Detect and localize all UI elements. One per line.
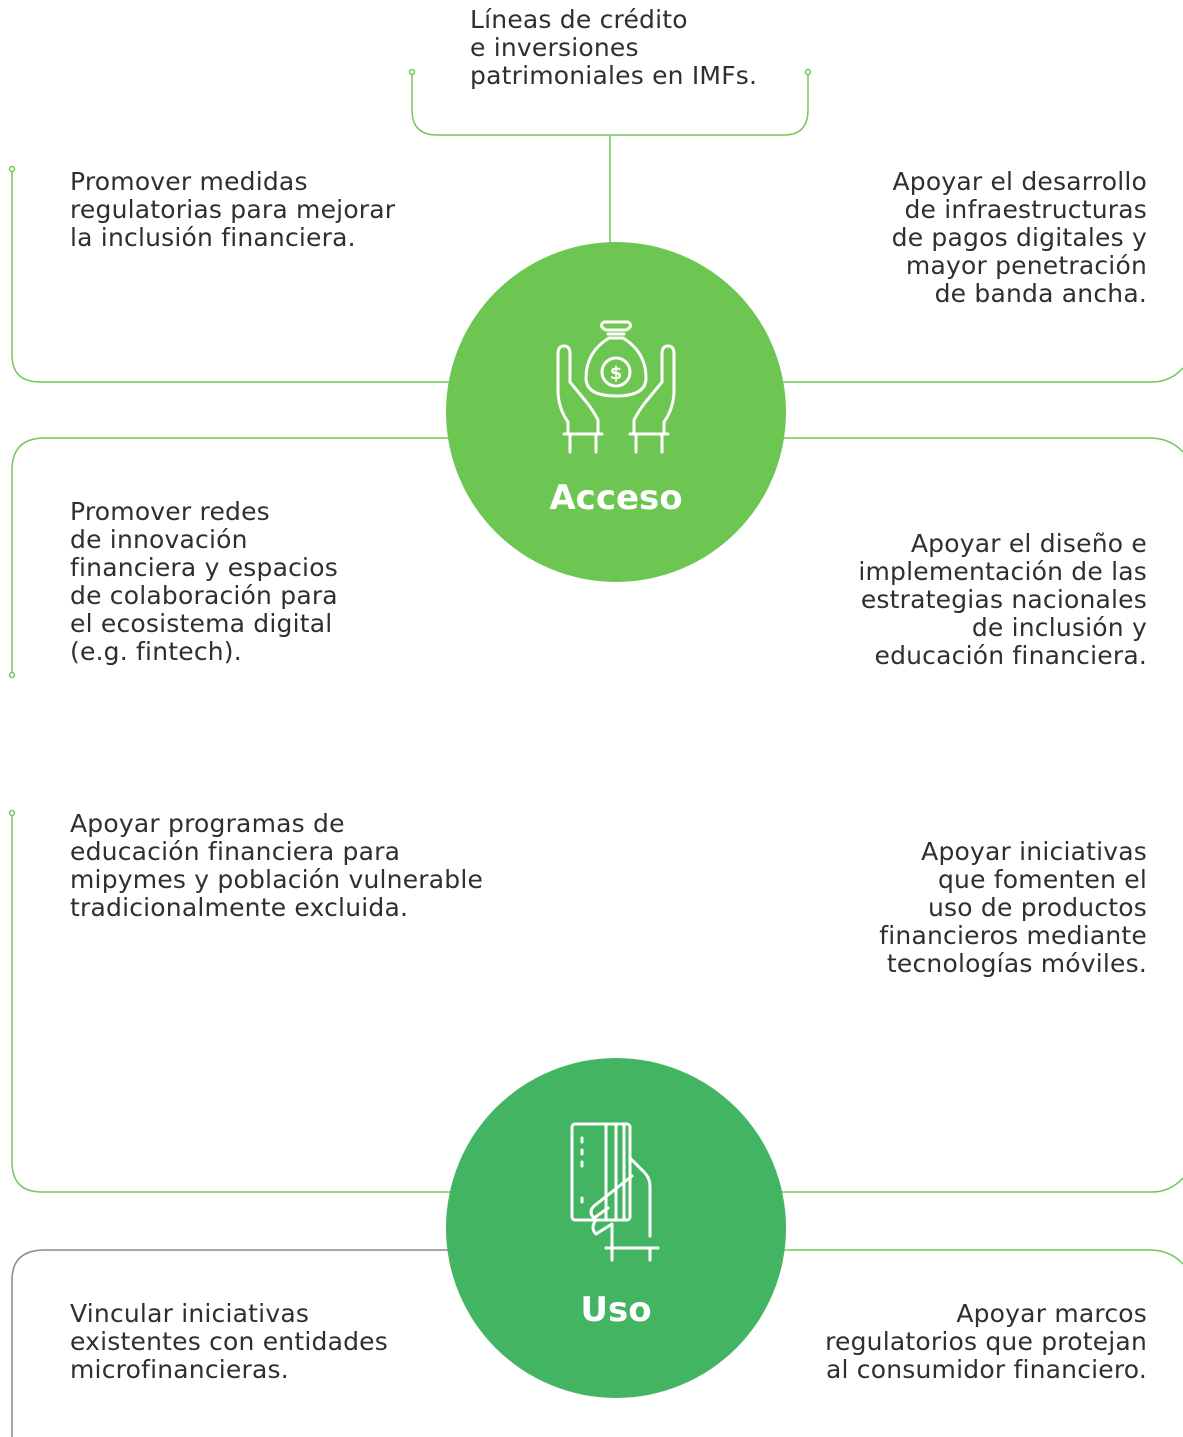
- uso-upper-right-text: Apoyar iniciativas que fomenten el uso d…: [879, 837, 1147, 978]
- acceso-circle: $ Acceso: [446, 242, 786, 582]
- money-bag-hands-icon: $: [556, 320, 676, 454]
- uso-upper-left-text: Apoyar programas de educación financiera…: [70, 809, 484, 922]
- acceso-lower-right-connector: [778, 437, 1183, 453]
- uso-upper-right-connector: [775, 1177, 1183, 1193]
- acceso-title: Acceso: [549, 478, 683, 518]
- uso-lower-left-text: Vincular iniciativas existentes con enti…: [70, 1299, 388, 1384]
- svg-text:$: $: [610, 363, 623, 384]
- acceso-lower-left-connector: [11, 437, 450, 672]
- uso-lower-right-connector: [778, 1249, 1183, 1265]
- acceso-lower-right-text: Apoyar el diseño e implementación de las…: [858, 529, 1147, 670]
- acceso-upper-right-connector: [775, 367, 1183, 383]
- uso-lower-left-connector: [11, 1249, 450, 1437]
- acceso-upper-right-text: Apoyar el desarrollo de infraestructuras…: [891, 167, 1147, 308]
- acceso-top-text: Líneas de crédito e inversiones patrimon…: [470, 5, 758, 90]
- acceso-upper-left-connector: [11, 172, 452, 383]
- uso-circle: Uso: [446, 1058, 786, 1398]
- acceso-lower-left-text: Promover redes de innovación financiera …: [70, 497, 338, 666]
- acceso-upper-left-text: Promover medidas regulatorias para mejor…: [70, 167, 396, 252]
- uso-title: Uso: [580, 1290, 652, 1330]
- card-in-hand-icon: [570, 1122, 660, 1262]
- uso-lower-right-text: Apoyar marcos regulatorios que protejan …: [825, 1299, 1147, 1384]
- uso-upper-left-connector: [11, 816, 452, 1193]
